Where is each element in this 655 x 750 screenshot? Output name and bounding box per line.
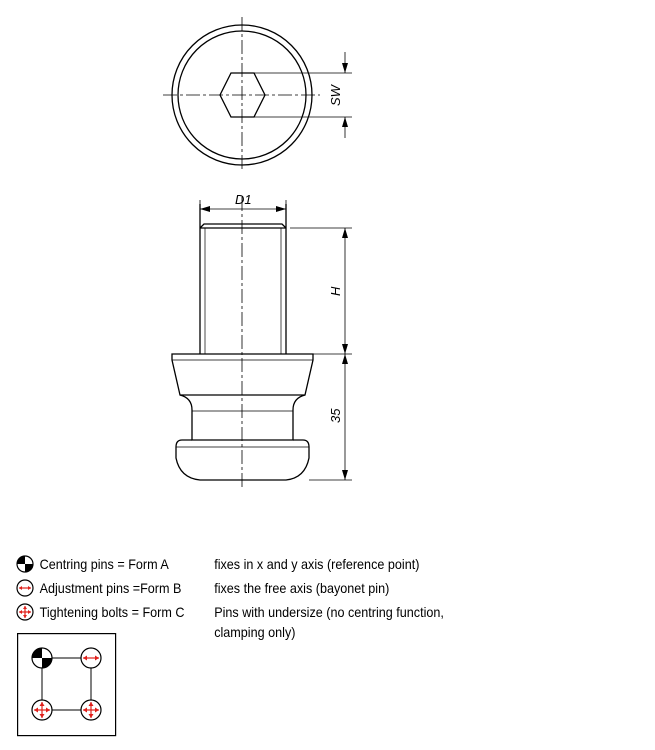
technical-drawing: SW D1 H 35 [163,17,352,488]
legend-label-form-b: Adjustment pins =Form B [39,580,182,596]
tightening-bolt-icon [16,603,34,621]
legend-desc-form-a: fixes in x and y axis (reference point) [214,556,420,572]
dim-label-d1: D1 [235,192,252,207]
dim-label-sw: SW [328,83,343,106]
pin-layout-diagram [17,633,117,737]
layout-tightening-bolt-icon-right [80,699,102,721]
adjustment-pin-icon [16,579,34,597]
head [175,439,310,481]
legend-label-form-a: Centring pins = Form A [39,556,169,572]
legend-desc-form-c-line2: clamping only) [214,624,296,640]
dim-label-h: H [328,286,343,296]
legend-desc-form-c: Pins with undersize (no centring functio… [214,604,444,620]
legend-desc-form-b: fixes the free axis (bayonet pin) [214,580,390,596]
centring-pin-icon [16,555,34,573]
dim-label-35: 35 [328,408,343,423]
layout-tightening-bolt-icon-left [31,699,53,721]
layout-centring-pin-icon [31,647,53,669]
legend-label-form-c: Tightening bolts = Form C [39,604,185,620]
layout-adjustment-pin-icon [80,647,102,669]
